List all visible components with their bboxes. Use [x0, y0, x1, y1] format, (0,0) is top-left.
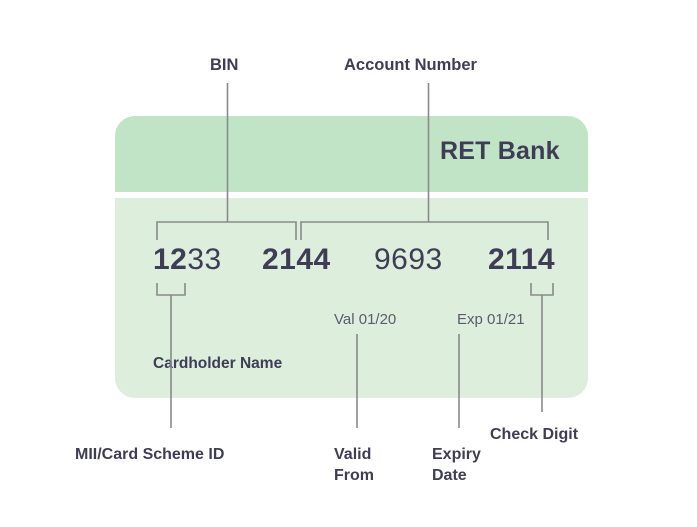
- card-number-group-2: 2144: [262, 243, 331, 276]
- callout-label-expiry-line2: Date: [432, 467, 467, 484]
- cardholder-name-value: Cardholder Name: [153, 355, 283, 372]
- expiry-date-value: Exp 01/21: [457, 311, 525, 328]
- callout-label-expiry-date: Expiry Date: [432, 444, 481, 486]
- card-top-band: [115, 116, 588, 192]
- bank-name: RET Bank: [440, 137, 560, 165]
- callout-label-expiry-line1: Expiry: [432, 446, 481, 463]
- valid-from-value: Val 01/20: [334, 311, 397, 328]
- card-number-group-3: 9693: [374, 243, 443, 276]
- callout-label-valid-from: Valid From: [334, 444, 374, 486]
- callout-label-account-number: Account Number: [344, 56, 477, 74]
- card-number-group-4: 2114: [488, 243, 556, 276]
- card-number-group-1-bold: 12: [153, 243, 188, 276]
- callout-label-check-digit: Check Digit: [490, 426, 579, 443]
- card-number-group-1: 1233: [153, 243, 222, 277]
- callout-label-valid-from-line2: From: [334, 467, 374, 484]
- callout-label-mii-card-scheme-id: MII/Card Scheme ID: [75, 446, 225, 463]
- callout-label-bin: BIN: [210, 56, 239, 74]
- callout-label-valid-from-line1: Valid: [334, 446, 372, 463]
- card-number-group-1-light: 33: [187, 243, 222, 276]
